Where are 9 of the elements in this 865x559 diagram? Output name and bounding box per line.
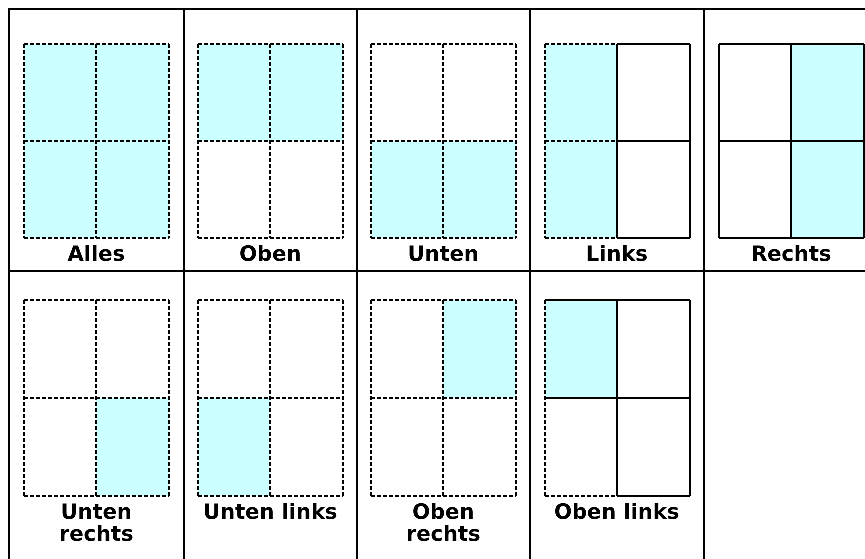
option-label: Links [585, 243, 649, 265]
option-label: Oben [238, 243, 303, 265]
option-label: Unten rechts [58, 501, 135, 545]
option-label: Oben rechts [405, 501, 482, 545]
option-label: Unten [406, 243, 480, 265]
option-label: Unten links [202, 501, 339, 523]
option-label: Oben links [553, 501, 681, 523]
option-label: Alles [66, 243, 126, 265]
option-label: Rechts [750, 243, 833, 265]
